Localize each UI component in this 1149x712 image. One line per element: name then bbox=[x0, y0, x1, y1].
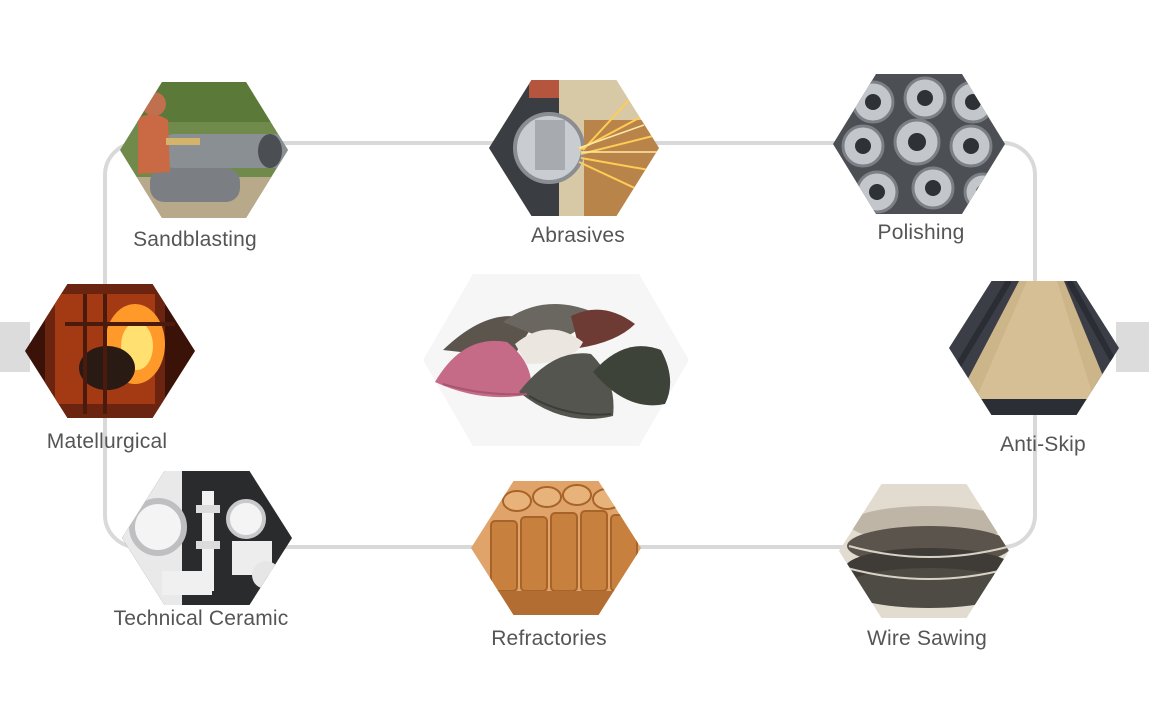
polishing-label: Polishing bbox=[877, 221, 965, 244]
matellurgical-image bbox=[25, 284, 195, 418]
technical-ceramic-label: Technical Ceramic bbox=[113, 607, 289, 630]
refractories-label: Refractories bbox=[491, 627, 607, 650]
matellurgical-label: Matellurgical bbox=[46, 430, 168, 453]
left-side-band bbox=[0, 322, 30, 372]
wire-sawing-label: Wire Sawing bbox=[866, 627, 988, 650]
anti-skip-label: Anti-Skip bbox=[1000, 433, 1086, 456]
abrasives-label: Abrasives bbox=[530, 224, 626, 247]
refractories-image bbox=[471, 481, 641, 615]
sandblasting-label: Sandblasting bbox=[133, 228, 257, 251]
center-abrasive-image bbox=[403, 272, 709, 448]
polishing-image bbox=[833, 74, 1005, 214]
right-side-band bbox=[1116, 322, 1149, 372]
